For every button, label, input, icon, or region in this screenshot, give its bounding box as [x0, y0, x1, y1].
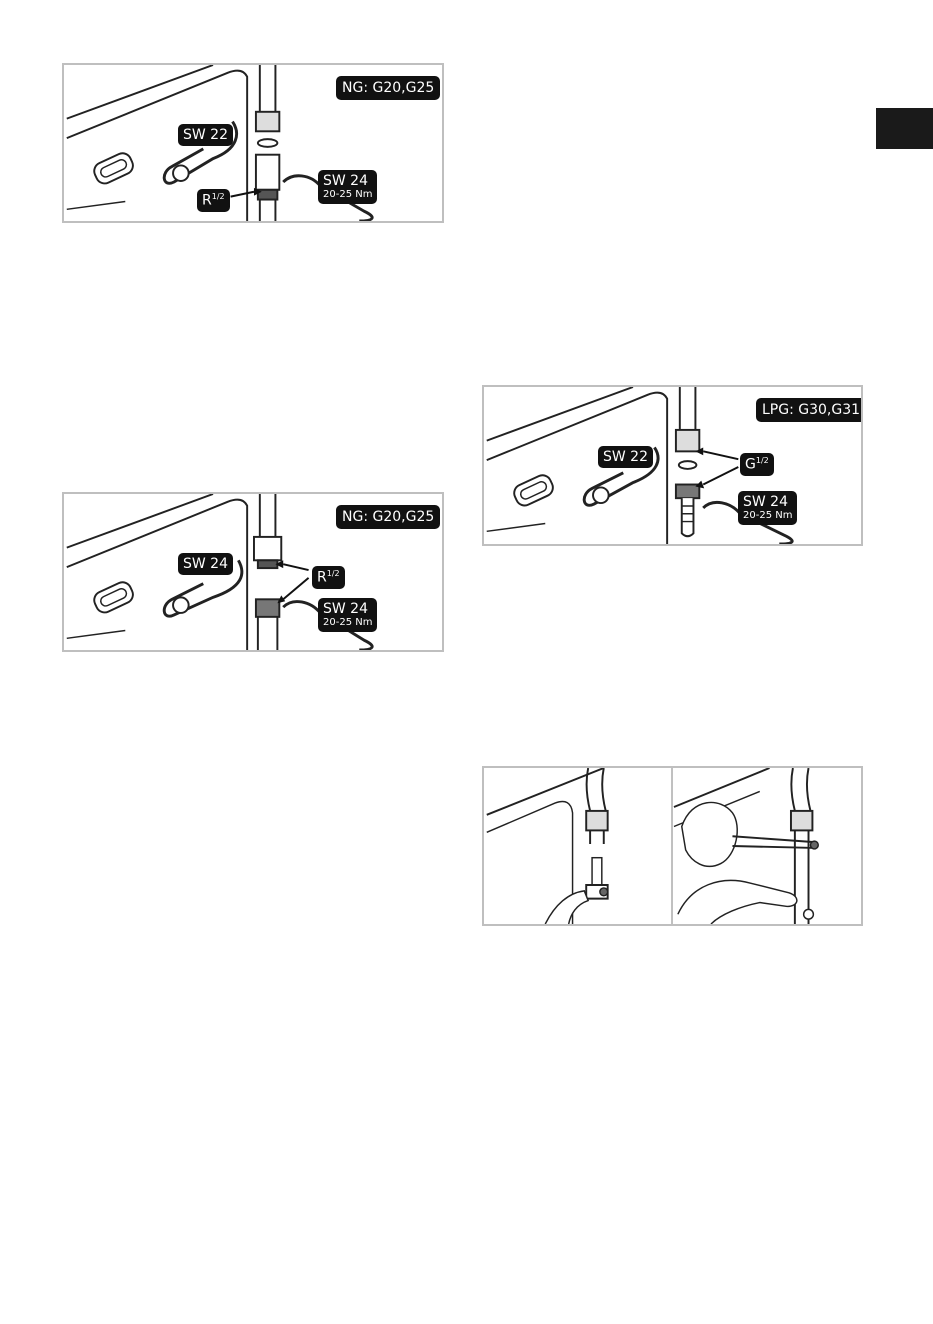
wrench-size-label: SW 22 — [178, 124, 233, 146]
thread-label: R1/2 — [312, 566, 345, 589]
wrench-size-label: SW 24 — [178, 553, 233, 575]
torque-text: 20-25 Nm — [743, 511, 792, 521]
thread-text: R — [317, 570, 327, 586]
figure-ng-reducer: NG: G20,G25 SW 22 SW 24 20-25 Nm R1/2 — [62, 63, 444, 223]
figure-hose-clamp — [482, 766, 863, 926]
wrench-size-label: SW 22 — [598, 446, 653, 468]
torque-text: 20-25 Nm — [323, 190, 372, 200]
hose-clamp-illustration — [484, 768, 861, 924]
wrench-size-text: SW 24 — [743, 494, 788, 510]
wrench-torque-label: SW 24 20-25 Nm — [318, 598, 377, 632]
thread-superscript: 1/2 — [756, 456, 769, 465]
figure-ng-direct: NG: G20,G25 SW 24 SW 24 20-25 Nm R1/2 — [62, 492, 444, 652]
thread-superscript: 1/2 — [212, 192, 225, 201]
wrench-size-text: SW 24 — [323, 601, 368, 617]
gas-type-badge: LPG: G30,G31 — [756, 398, 863, 422]
wrench-torque-label: SW 24 20-25 Nm — [738, 491, 797, 525]
thread-text: G — [745, 457, 756, 473]
section-tab — [876, 108, 933, 149]
thread-label: R1/2 — [197, 189, 230, 212]
thread-label: G1/2 — [740, 453, 774, 476]
wrench-torque-label: SW 24 20-25 Nm — [318, 170, 377, 204]
torque-text: 20-25 Nm — [323, 618, 372, 628]
thread-superscript: 1/2 — [327, 569, 340, 578]
gas-type-badge: NG: G20,G25 — [336, 76, 440, 100]
thread-text: R — [202, 193, 212, 209]
gas-type-badge: NG: G20,G25 — [336, 505, 440, 529]
figure-lpg-hose-nozzle: LPG: G30,G31 SW 22 SW 24 20-25 Nm G1/2 — [482, 385, 863, 546]
wrench-size-text: SW 24 — [323, 173, 368, 189]
